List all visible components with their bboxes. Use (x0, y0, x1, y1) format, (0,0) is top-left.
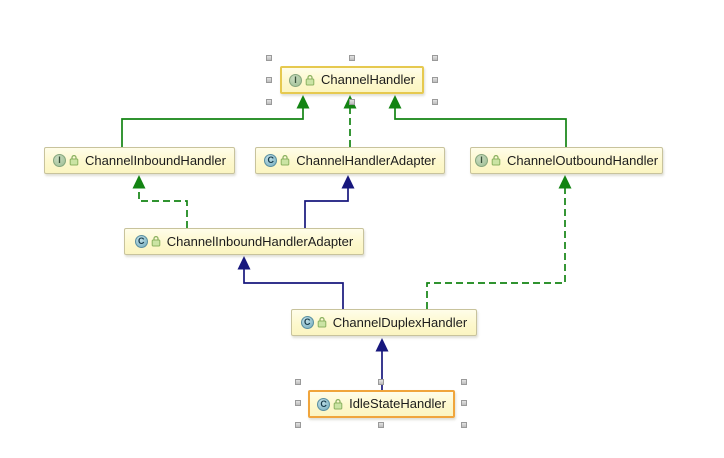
lock-icon (491, 155, 501, 166)
lock-icon (317, 317, 327, 328)
selection-handle[interactable] (266, 99, 272, 105)
selection-handle[interactable] (432, 99, 438, 105)
class-icon: C (317, 397, 331, 411)
node-channelhandleradapter[interactable]: C ChannelHandlerAdapter (255, 147, 445, 174)
selection-handle[interactable] (461, 400, 467, 406)
edge-channelduplexhandler-implements-channeloutboundhandler[interactable] (426, 175, 572, 309)
node-label: ChannelInboundHandlerAdapter (166, 233, 354, 249)
selection-handle[interactable] (266, 55, 272, 61)
selection-handle[interactable] (266, 77, 272, 83)
edge-channelinboundhandleradapter-extends-channelhandleradapter[interactable] (304, 175, 355, 228)
node-channelduplexhandler[interactable]: C ChannelDuplexHandler (291, 309, 477, 336)
selection-handle[interactable] (461, 379, 467, 385)
selection-handle[interactable] (349, 99, 355, 105)
interface-icon: I (474, 154, 488, 167)
selection-handle[interactable] (295, 379, 301, 385)
node-label: ChannelHandler (321, 72, 415, 87)
node-channelinboundhandleradapter[interactable]: C ChannelInboundHandlerAdapter (124, 228, 364, 255)
selection-handle[interactable] (461, 422, 467, 428)
node-channelhandler[interactable]: I ChannelHandler (280, 66, 424, 94)
class-icon: C (134, 235, 148, 248)
selection-handle[interactable] (349, 55, 355, 61)
edge-channeloutboundhandler-extends-channelhandler[interactable] (388, 95, 567, 147)
class-icon: C (300, 316, 314, 329)
selection-handle[interactable] (432, 77, 438, 83)
interface-icon: I (53, 154, 67, 167)
lock-icon (69, 155, 79, 166)
node-label: ChannelOutboundHandler (506, 152, 659, 168)
selection-handle[interactable] (378, 379, 384, 385)
lock-icon (333, 398, 343, 410)
selection-handle[interactable] (295, 422, 301, 428)
node-label: ChannelDuplexHandler (332, 314, 468, 330)
lock-icon (151, 236, 161, 247)
lock-icon (280, 155, 290, 166)
edge-channelinboundhandleradapter-implements-channelinboundhandler[interactable] (132, 175, 188, 228)
class-icon: C (264, 154, 278, 167)
node-channelinboundhandler[interactable]: I ChannelInboundHandler (44, 147, 235, 174)
edge-channelduplexhandler-extends-channelinboundhandleradapter[interactable] (237, 256, 344, 309)
node-label: ChannelInboundHandler (85, 152, 226, 168)
selection-handle[interactable] (378, 422, 384, 428)
selection-handle[interactable] (295, 400, 301, 406)
node-label: IdleStateHandler (349, 396, 446, 411)
node-channeloutboundhandler[interactable]: I ChannelOutboundHandler (470, 147, 663, 174)
selection-handle[interactable] (432, 55, 438, 61)
node-label: ChannelHandlerAdapter (296, 152, 436, 168)
edge-channelinboundhandler-extends-channelhandler[interactable] (121, 95, 310, 147)
lock-icon (305, 74, 315, 86)
interface-icon: I (289, 73, 303, 87)
node-idlestatehandler[interactable]: C IdleStateHandler (308, 390, 455, 418)
